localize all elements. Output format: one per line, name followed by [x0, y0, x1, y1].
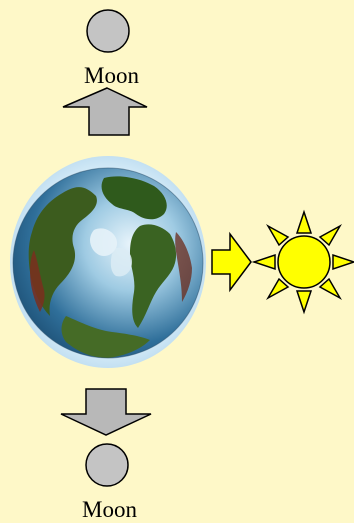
- arrow-right-icon: [212, 234, 251, 290]
- moon-bottom-label: Moon: [82, 498, 137, 521]
- moon-top: [87, 10, 129, 52]
- sun-icon: [254, 212, 354, 312]
- arrow-up-icon: [63, 88, 147, 135]
- moon-top-label: Moon: [84, 64, 139, 87]
- arrow-down-icon: [61, 389, 151, 435]
- moon-bottom: [86, 444, 128, 486]
- earth-globe-icon: [13, 168, 203, 358]
